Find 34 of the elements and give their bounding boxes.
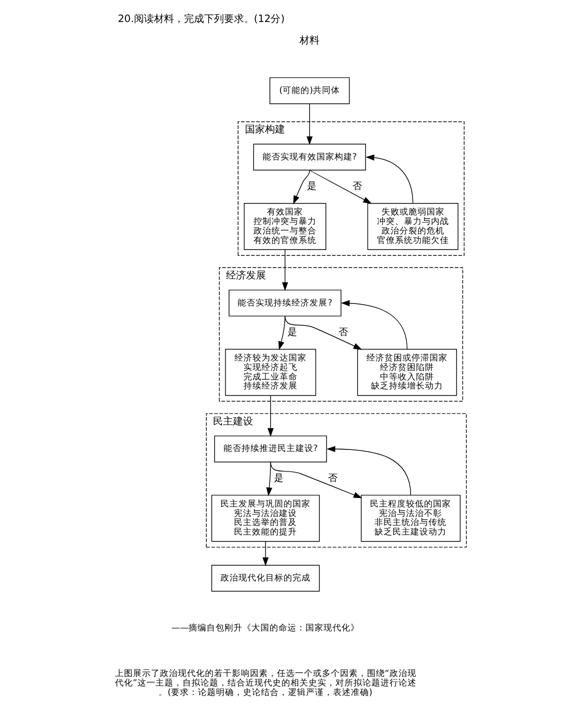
arrow [341,300,408,350]
edge-label: 否 [352,181,362,192]
label: ——摘编自包刚升《大国的命运：国家现代化》 [171,623,360,634]
arrow [326,446,412,496]
arrow [270,462,362,498]
node-box: 能否持续推进民主建设? [214,436,327,462]
node-box: 政治现代化目标的完成 [211,564,320,592]
arrow [284,316,362,350]
node-box: 经济较为发达国家 实现经济起飞 完成工业革命 持续经济发展 [225,348,316,396]
label: 材料 [300,36,320,47]
node-box: 有效国家 控制冲突与暴力 政治统一与整合 有效的官僚系统 [244,203,326,250]
node-box: (可能的)共同体 [270,77,350,104]
arrow [306,104,313,146]
arrow [282,249,288,291]
node-box: 能否实现持续经济发展? [228,290,342,316]
label: 上图展示了政治现代化的若干影响因素，任选一个或多个因素，围绕“政治现代化”这一主题，自拟论题，结合近现代史的相关史实，对所拟论题进行论述。(要求：论题明确，史论结合，逻辑严谨，表述准确) [114,669,416,698]
arrow [366,154,414,204]
edge-label: 是 [307,181,316,192]
edge-label: 否 [328,473,338,484]
arrow [278,316,286,350]
node-box: 失败或脆弱国家 冲突、暴力与内战 政治分裂的危机 官僚系统功能欠佳 [367,203,458,250]
node-box: 民主发展与巩固的国家 宪法与法治建设 民主选举的普及 民主效能的提升 [211,494,320,542]
node-box: 民主程度较低的国家 宪治与法治不彰 非民主统治与传统 缺乏民主建设动力 [360,494,461,542]
arrow [309,170,372,204]
edge-label: 是 [274,473,283,484]
node-box: 经济贫困或停滞国家 经济贫困陷阱 中等收入陷阱 缺乏持续增长动力 [357,348,457,396]
arrow [266,462,272,496]
node-box: 能否实现有效国家构建? [253,144,366,171]
arrow [262,541,269,566]
edge-label: 是 [288,327,297,338]
arrow [293,170,310,204]
edge-label: 否 [338,327,348,338]
arrow [268,395,274,437]
diagram-title: 20.阅读材料，完成下列要求。(12分) [118,14,285,26]
